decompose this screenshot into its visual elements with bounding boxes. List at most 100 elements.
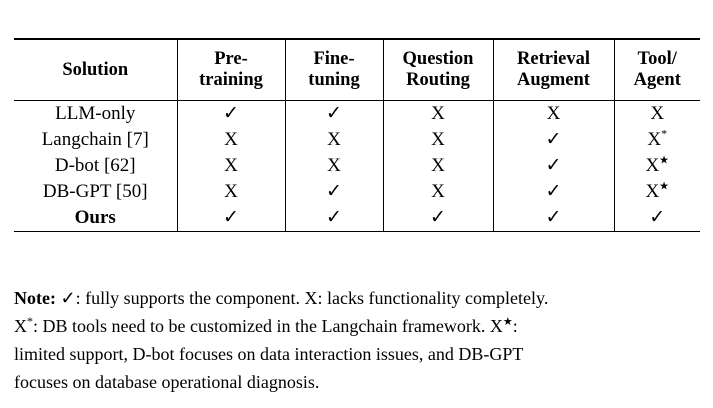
check-icon: ✓ [326, 181, 342, 202]
column-header-retrieval-augment: Retrieval Augment [492, 39, 614, 101]
table-header: Solution Pre- training Fine- tuning Ques… [14, 39, 700, 101]
star-superscript-icon: ★ [659, 180, 670, 193]
mark-glyph: X [645, 181, 660, 202]
note-line-2: X*: DB tools need to be customized in th… [14, 312, 708, 340]
column-header-question-routing-line2: Routing [406, 70, 470, 90]
note-line-3: limited support, D-bot focuses on data i… [14, 344, 524, 364]
table-cell-question_routing: X [382, 100, 493, 127]
column-header-tool-agent-line1: Tool/ [637, 49, 677, 69]
table-cell-fine_tuning: X [284, 127, 383, 153]
column-header-pre-training: Pre- training [176, 39, 285, 101]
note-line-1: Note: ✓: fully supports the component. X… [14, 284, 708, 312]
column-header-fine-tuning: Fine- tuning [284, 39, 383, 101]
column-header-tool-agent-line2: Agent [633, 70, 681, 90]
check-icon: ✓ [546, 155, 562, 176]
column-header-retrieval-augment-line2: Augment [517, 70, 590, 90]
comparison-table-wrapper: Solution Pre- training Fine- tuning Ques… [14, 38, 700, 232]
note-line-2-text: : DB tools need to be customized in the … [33, 316, 486, 336]
check-icon: ✓ [546, 207, 562, 228]
comparison-table: Solution Pre- training Fine- tuning Ques… [14, 38, 700, 232]
table-cell-question_routing: X [382, 179, 493, 205]
check-icon: ✓ [223, 207, 239, 228]
note-line-1-text: : fully supports the component. X: lacks… [75, 288, 549, 308]
mark-glyph: ✓ [545, 181, 562, 202]
mark-glyph: X [431, 181, 445, 202]
column-header-pre-training-line1: Pre- [214, 49, 248, 69]
cross-icon: X [431, 129, 445, 150]
cross-icon: X* [647, 126, 668, 150]
table-cell-tool_agent: X [613, 100, 700, 127]
mark-glyph: ✓ [326, 103, 342, 124]
mark-glyph: X [645, 155, 660, 176]
mark-glyph: ✓ [326, 181, 342, 202]
table-cell-pre_training: X [176, 153, 285, 179]
table-cell-question_routing: ✓ [382, 205, 493, 232]
mark-glyph: X [224, 181, 238, 202]
table-cell-tool_agent: X★ [613, 179, 700, 205]
column-header-retrieval-augment-line1: Retrieval [517, 49, 590, 69]
table-row: Ours ✓ ✓ ✓ ✓ ✓ [14, 205, 700, 232]
cross-icon: X★ [645, 181, 669, 202]
star-superscript-icon: ★ [659, 154, 670, 167]
table-cell-solution: Langchain [7] [41, 129, 149, 150]
table-cell-pre_training: X [176, 127, 285, 153]
column-header-question-routing: Question Routing [382, 39, 493, 101]
note-x-asterisk-glyph: X* [14, 314, 33, 336]
mark-glyph: X [327, 155, 341, 176]
note-line-4: focuses on database operational diagnosi… [14, 372, 320, 392]
table-cell-tool_agent: X* [613, 126, 700, 153]
cross-icon: X [327, 129, 341, 150]
mark-glyph: X [224, 155, 238, 176]
mark-glyph: X [431, 155, 445, 176]
mark-glyph: ✓ [326, 207, 342, 228]
note-label: Note: [14, 288, 56, 308]
mark-glyph: X [546, 103, 561, 124]
column-header-fine-tuning-line1: Fine- [313, 49, 355, 69]
note-check-glyph: ✓ [60, 288, 76, 308]
clipped-caption-remnant [184, 0, 524, 1]
table-cell-retrieval_augment: ✓ [492, 179, 614, 205]
note-line-2-tail: : [512, 316, 518, 336]
table-cell-question_routing: X [382, 127, 493, 153]
cross-icon: X [650, 103, 664, 124]
check-icon: ✓ [326, 103, 342, 124]
mark-glyph: ✓ [649, 207, 666, 228]
check-icon: ✓ [546, 181, 562, 202]
table-cell-tool_agent: ✓ [613, 205, 700, 232]
cross-icon: X [431, 103, 445, 124]
check-icon: ✓ [223, 103, 239, 124]
mark-glyph: ✓ [430, 207, 446, 228]
check-icon: ✓ [326, 207, 342, 228]
table-cell-retrieval_augment: X [492, 100, 614, 127]
cross-icon: X [327, 155, 341, 176]
table-header-row: Solution Pre- training Fine- tuning Ques… [14, 39, 700, 101]
cross-icon: X [431, 181, 445, 202]
column-header-tool-agent: Tool/ Agent [613, 39, 700, 101]
table-cell-solution: DB-GPT [50] [42, 181, 148, 202]
table-row: DB-GPT [50]X✓X✓X★ [14, 179, 700, 205]
table-note: Note: ✓: fully supports the component. X… [14, 284, 708, 396]
table-cell-solution: Ours [14, 205, 177, 232]
mark-glyph: X [650, 103, 665, 124]
table-cell-pre_training: ✓ [176, 205, 285, 232]
column-header-solution-line1: Solution [62, 59, 129, 80]
table-cell-pre_training: ✓ [176, 100, 285, 127]
column-header-pre-training-line2: training [199, 70, 263, 90]
mark-glyph: X [431, 103, 445, 124]
table-cell-fine_tuning: ✓ [284, 205, 383, 232]
table-cell-fine_tuning: ✓ [284, 179, 383, 205]
asterisk-superscript-icon: * [661, 126, 668, 141]
column-header-solution: Solution [14, 39, 177, 101]
column-header-question-routing-line1: Question [402, 49, 474, 69]
mark-glyph: X [431, 129, 445, 150]
mark-glyph: ✓ [545, 155, 562, 176]
mark-glyph: X [327, 129, 341, 150]
cross-icon: X★ [645, 155, 669, 176]
check-icon: ✓ [649, 207, 665, 228]
mark-glyph: ✓ [223, 207, 239, 228]
table-cell-tool_agent: X★ [613, 153, 700, 179]
table-cell-pre_training: X [176, 179, 285, 205]
